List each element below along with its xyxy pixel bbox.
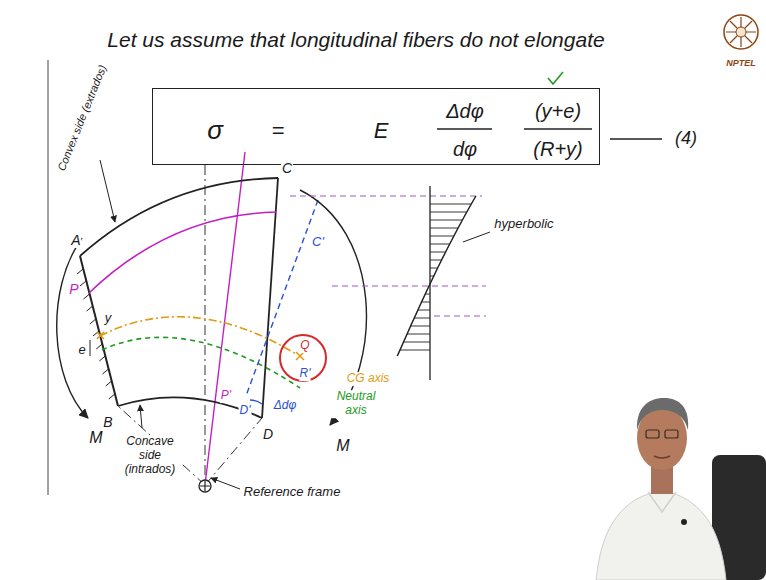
equation-term: Δdφ	[446, 100, 484, 123]
dimension-label: y	[104, 311, 113, 326]
intrados-edge	[118, 397, 262, 418]
check-mark	[548, 72, 563, 84]
slide-title: Let us assume that longitudinal fibers d…	[106, 28, 605, 52]
equation-term: dφ	[453, 138, 477, 161]
angle-label: Δdφ	[273, 399, 298, 413]
point-label: P'	[220, 389, 232, 403]
equation-term: =	[272, 118, 285, 143]
microphone	[681, 519, 687, 525]
reference-label: Reference frame	[243, 485, 342, 500]
glasses	[665, 430, 678, 438]
axis-label: CG axis	[346, 372, 391, 386]
distribution-label: hyperbolic	[493, 217, 554, 232]
equation-term: E	[374, 118, 389, 143]
projection-line	[290, 195, 482, 196]
fiber-pq	[89, 212, 276, 293]
collar	[648, 492, 676, 512]
equation-number: (4)	[674, 128, 698, 149]
hatching	[77, 269, 115, 399]
point-label: A	[70, 232, 81, 248]
point-label: C	[281, 160, 293, 176]
neck	[651, 466, 673, 494]
illustration-part	[200, 481, 210, 491]
moment-label: M	[335, 437, 350, 455]
rotated-section	[246, 200, 318, 396]
lecturer-photo	[596, 398, 766, 580]
highlight-circle: Q R'	[279, 334, 327, 382]
moment-label: M	[88, 429, 103, 447]
fraction-bar	[524, 128, 592, 130]
radial-line	[118, 406, 205, 485]
margin-line	[48, 60, 49, 495]
point-label: B	[102, 414, 113, 430]
point-label: D	[262, 426, 274, 442]
equation-term: (R+y)	[533, 138, 582, 161]
radial-line	[205, 418, 262, 485]
equation-term: σ	[207, 116, 223, 146]
moment-arrow	[57, 238, 88, 418]
e-dimension	[90, 340, 91, 356]
logo-text: NPTEL	[725, 58, 757, 68]
hair	[637, 398, 688, 430]
neutral-axis-line	[102, 337, 300, 388]
cg-axis-line	[100, 317, 296, 354]
equation-term: Q	[300, 339, 309, 353]
equation-lead	[610, 138, 662, 139]
point-label: D'	[239, 404, 252, 418]
cg-mark	[296, 352, 304, 360]
stress-hatching	[400, 204, 471, 350]
reference-line	[205, 152, 245, 485]
nptel-logo	[724, 15, 758, 49]
fraction-bar	[437, 128, 492, 130]
center-line	[205, 165, 206, 479]
mouth	[654, 456, 670, 458]
leader-arrow	[140, 405, 142, 428]
rotation-arc	[250, 400, 262, 404]
point-label: C'	[311, 235, 325, 250]
illustration-part	[199, 480, 211, 492]
equation-term: (y+e)	[535, 100, 581, 123]
side-label: Convex side (extrados)	[55, 62, 110, 173]
extrados-edge	[80, 178, 278, 256]
leader-line	[463, 232, 490, 242]
shirt	[596, 490, 726, 580]
projection-line	[332, 285, 486, 286]
logo-hub	[736, 27, 746, 37]
axis-label: Neutral axis	[329, 390, 383, 418]
glasses	[646, 430, 659, 438]
dimension-label: e	[77, 343, 86, 358]
leader-arrow	[211, 478, 240, 489]
logo-spokes	[726, 17, 756, 47]
cg-mark	[97, 332, 104, 339]
leader-arrow	[100, 160, 115, 222]
stress-curve	[397, 196, 476, 356]
logo-ring	[724, 15, 758, 49]
projection-line	[434, 315, 486, 316]
equation-box: σ = E Δdφ dφ (y+e) (R+y)	[152, 88, 600, 165]
point-label: P	[68, 281, 79, 297]
side-label: Concave side (intrados)	[118, 435, 182, 476]
section-cd	[262, 178, 278, 418]
equation-term: R'	[300, 367, 311, 381]
center-point	[199, 480, 211, 492]
